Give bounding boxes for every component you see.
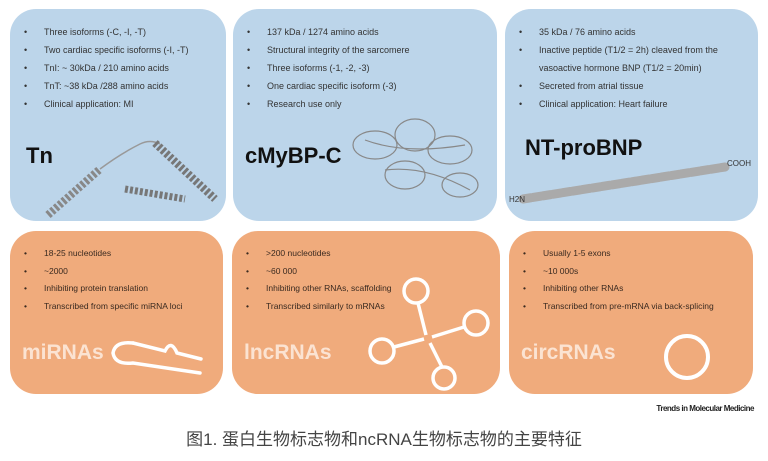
bullet: Inactive peptide (T1/2 = 2h) cleaved fro… xyxy=(517,41,748,77)
bullet: Three isoforms (-1, -2, -3) xyxy=(245,59,487,77)
bullet: Transcribed similarly to mRNAs xyxy=(244,298,490,316)
bullet: Inhibiting protein translation xyxy=(22,280,213,298)
panel-title: NT-proBNP xyxy=(525,135,643,160)
peptide-n-terminus: H2N xyxy=(509,195,526,204)
bullet: >200 nucleotides xyxy=(244,245,490,263)
lncrna-structure-icon xyxy=(368,277,490,391)
panel-mirnas: 18-25 nucleotides ~2000 Inhibiting prote… xyxy=(10,231,223,394)
circrna-ring-icon xyxy=(664,334,710,380)
bullet: TnI: ~ 30kDa / 210 amino acids xyxy=(22,59,216,77)
bullet: One cardiac specific isoform (-3) xyxy=(245,77,487,95)
bullet: 18-25 nucleotides xyxy=(22,245,213,263)
cmybpc-structure-image xyxy=(352,118,479,198)
panel-tn: Three isoforms (-C, -I, -T) Two cardiac … xyxy=(10,9,226,221)
mirna-hairpin-icon xyxy=(111,340,203,375)
bullet: Structural integrity of the sarcomere xyxy=(245,41,487,59)
bullet: ~10 000s xyxy=(521,263,743,281)
bullet: ~2000 xyxy=(22,263,213,281)
peptide-chain-image xyxy=(518,162,730,204)
bullet: ~60 000 xyxy=(244,263,490,281)
panel-title: miRNAs xyxy=(22,341,104,364)
bullet: Three isoforms (-C, -I, -T) xyxy=(22,23,216,41)
figure-caption: 图1. 蛋白生物标志物和ncRNA生物标志物的主要特征 xyxy=(186,430,582,449)
peptide-c-terminus: COOH xyxy=(727,159,751,168)
troponin-structure-image xyxy=(45,140,218,218)
bullet: 35 kDa / 76 amino acids xyxy=(517,23,748,41)
tn-bullets: Three isoforms (-C, -I, -T) Two cardiac … xyxy=(22,23,216,113)
panel-cmybpc: 137 kDa / 1274 amino acids Structural in… xyxy=(233,9,497,221)
panel-title: cMyBP-C xyxy=(245,143,342,168)
panel-lncrnas: >200 nucleotides ~60 000 Inhibiting othe… xyxy=(232,231,500,394)
bullet: 137 kDa / 1274 amino acids xyxy=(245,23,487,41)
bullet: Inhibiting other RNAs, scaffolding xyxy=(244,280,490,298)
bullet: Clinical application: MI xyxy=(22,95,216,113)
panel-title: lncRNAs xyxy=(244,341,332,364)
panel-title: circRNAs xyxy=(521,341,616,364)
bullet: Usually 1-5 exons xyxy=(521,245,743,263)
bullet: Secreted from atrial tissue xyxy=(517,77,748,95)
bullet: Research use only xyxy=(245,95,487,113)
panel-ntprobnp: 35 kDa / 76 amino acids Inactive peptide… xyxy=(505,9,758,221)
bullet: Clinical application: Heart failure xyxy=(517,95,748,113)
panel-circrnas: Usually 1-5 exons ~10 000s Inhibiting ot… xyxy=(509,231,753,394)
source-credit: Trends in Molecular Medicine xyxy=(656,404,754,413)
bullet: TnT: ~38 kDa /288 amino acids xyxy=(22,77,216,95)
bullet: Inhibiting other RNAs xyxy=(521,280,743,298)
bullet: Two cardiac specific isoforms (-I, -T) xyxy=(22,41,216,59)
panel-title: Tn xyxy=(26,143,53,168)
bullet: Transcribed from specific miRNA loci xyxy=(22,298,213,316)
bullet: Transcribed from pre-mRNA via back-splic… xyxy=(521,298,743,316)
